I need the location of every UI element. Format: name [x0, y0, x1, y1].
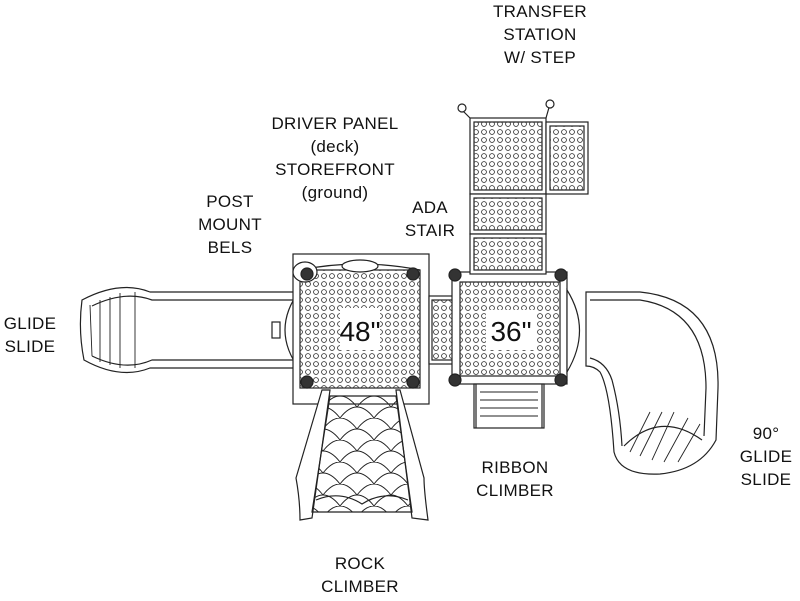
deck-48-label: 48" — [339, 316, 380, 347]
label-glide-slide: GLIDE SLIDE — [3, 314, 57, 356]
deck-36-label: 36" — [490, 316, 531, 347]
label-ada-stair: ADA STAIR — [404, 198, 456, 240]
label-rock-climber: ROCK CLIMBER — [321, 554, 399, 596]
deck-48 — [292, 253, 430, 405]
glide-slide-90 — [585, 291, 719, 475]
rock-climber — [295, 389, 429, 521]
glide-slide — [79, 286, 301, 374]
label-glide-slide-90: 90° GLIDE SLIDE — [739, 424, 793, 489]
label-driver-panel: DRIVER PANEL (deck) STOREFRONT (ground) — [271, 114, 399, 202]
ribbon-climber — [473, 383, 545, 429]
transfer-station — [457, 99, 589, 275]
label-transfer-station: TRANSFER STATION W/ STEP — [492, 2, 587, 67]
label-post-mount-bels: POST MOUNT BELS — [198, 192, 262, 257]
label-ribbon-climber: RIBBON CLIMBER — [476, 458, 554, 500]
deck-36 — [448, 268, 581, 387]
